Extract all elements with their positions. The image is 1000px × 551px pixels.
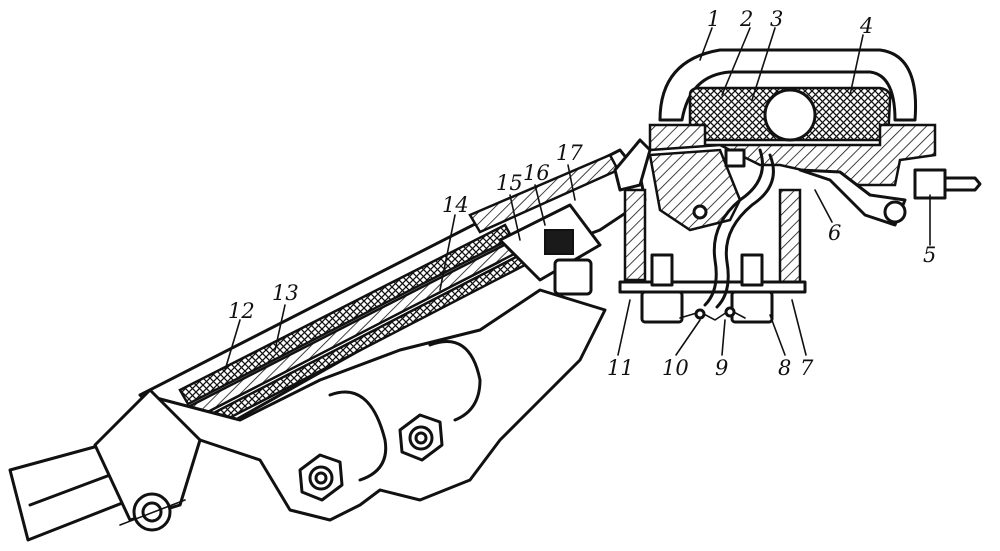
label-3: 3 [770, 7, 783, 31]
label-1: 1 [707, 7, 720, 31]
bracket-slot-2 [428, 340, 482, 422]
bolt-10 [640, 253, 684, 324]
pivot-arm [648, 148, 742, 232]
adjuster-screw [943, 176, 982, 192]
adjuster-body [913, 168, 947, 200]
label-7: 7 [800, 356, 814, 380]
label-10: 10 [662, 356, 689, 380]
label-12: 12 [228, 299, 255, 323]
label-15: 15 [496, 171, 523, 195]
label-11: 11 [607, 356, 634, 380]
label-5: 5 [923, 243, 936, 267]
housing-wall-left [623, 188, 647, 282]
label-16: 16 [523, 161, 550, 185]
label-9: 9 [715, 356, 728, 380]
label-4: 4 [859, 14, 873, 38]
label-17: 17 [556, 141, 583, 165]
chain-link-2 [724, 306, 736, 318]
label-2: 2 [739, 7, 753, 31]
hex-bolt-1 [298, 453, 344, 502]
flexible-lead [703, 148, 764, 307]
hex-bolt-2 [398, 413, 444, 462]
part-labels: 1 2 3 4 5 6 7 8 9 10 11 12 13 14 15 16 1… [228, 7, 936, 380]
chain-link-1 [694, 308, 706, 320]
cable-boom [8, 148, 647, 542]
housing-top-left [613, 138, 652, 192]
clamp-bolt [544, 229, 574, 255]
leader-lines [224, 27, 931, 371]
flexible-lead-2 [715, 153, 775, 309]
ball-joint [763, 88, 817, 142]
pivot-pin [692, 204, 708, 220]
label-14: 14 [442, 193, 469, 217]
spring-eye [883, 200, 907, 224]
bolt-7 [730, 253, 774, 324]
handle-arch [658, 48, 918, 122]
label-8: 8 [778, 356, 791, 380]
insulator-head [613, 48, 982, 324]
hex-bolt-3 [119, 492, 186, 532]
small-pin [724, 148, 746, 168]
label-13: 13 [272, 281, 299, 305]
boom-tube-line [28, 473, 112, 507]
center-core [229, 261, 501, 401]
bracket-plate [143, 288, 607, 522]
clamp-nut [553, 258, 593, 296]
bracket-slot-1 [328, 390, 388, 482]
strap-band [93, 388, 202, 522]
housing-wall-right [778, 188, 802, 287]
label-6: 6 [828, 221, 841, 245]
